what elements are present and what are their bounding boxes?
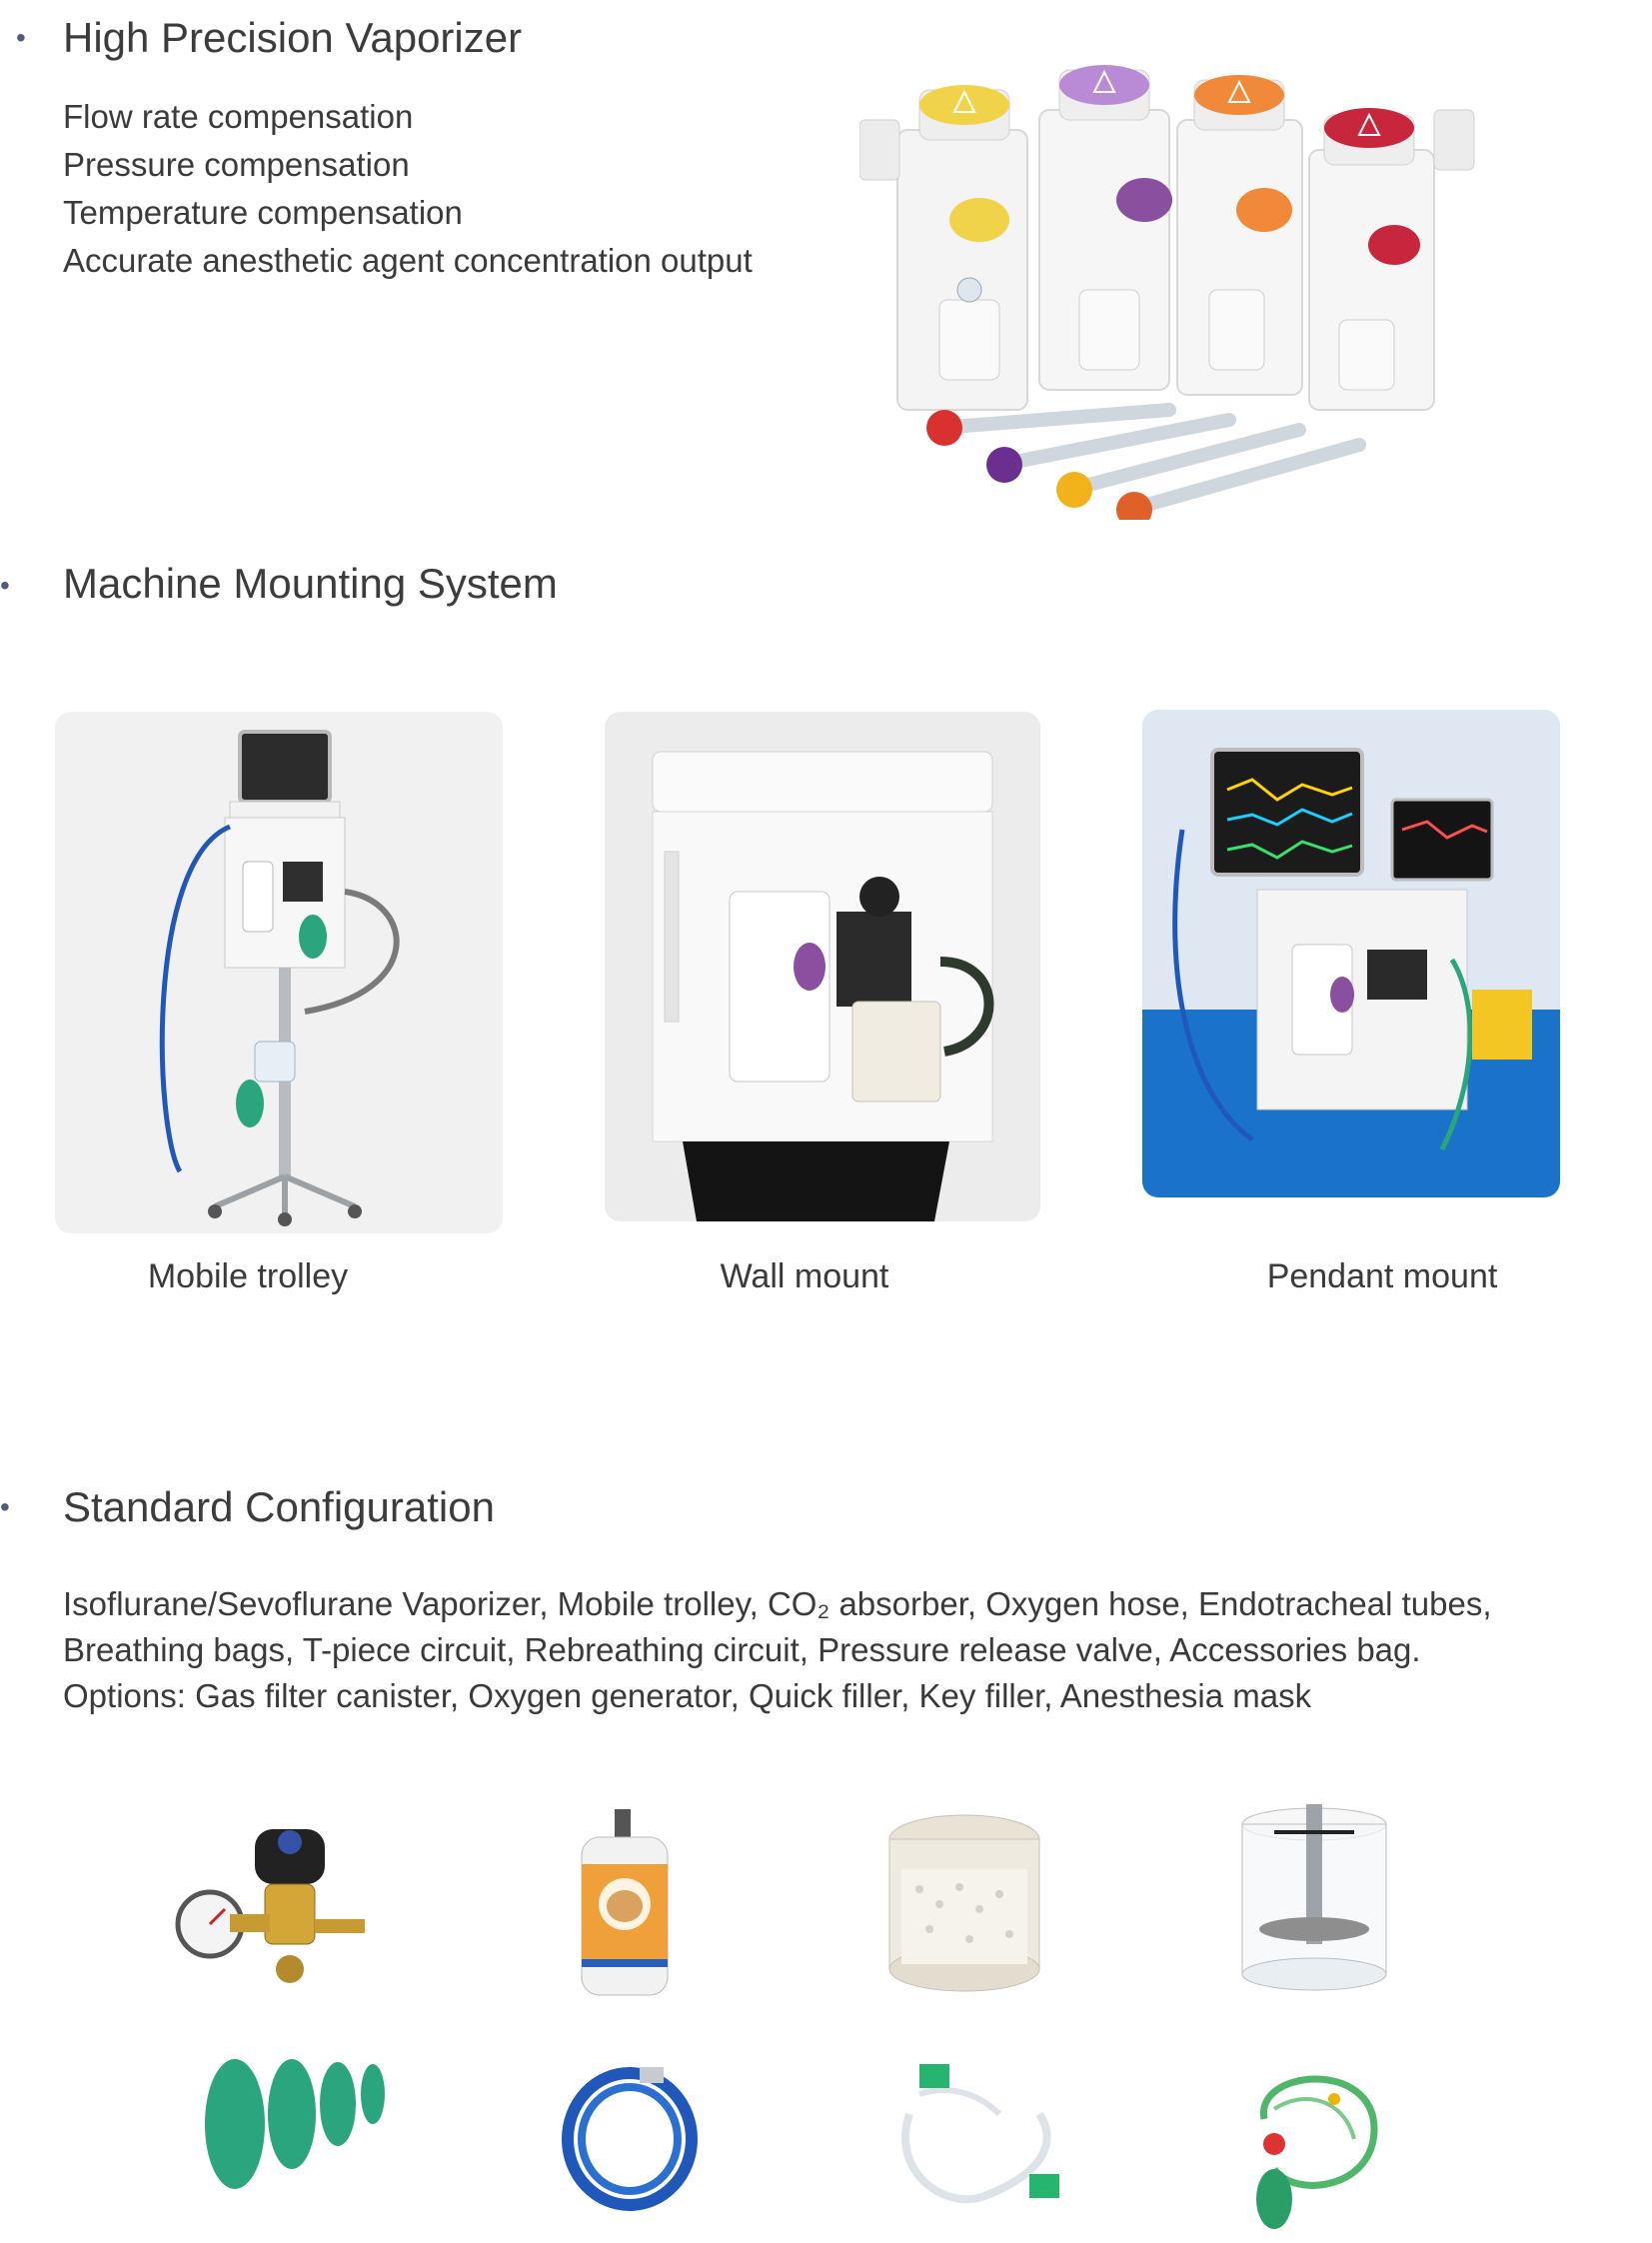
clear-canister-icon: [1234, 1804, 1394, 1994]
breathing-bags-icon: [200, 2039, 390, 2209]
wall-mount-image: [605, 712, 1040, 1221]
vaporizer-purple: [1038, 65, 1172, 391]
caption-mobile-trolley: Mobile trolley: [147, 1257, 349, 1295]
config-line: Isoflurane/Sevoflurane Vaporizer, Mobile…: [63, 1585, 1492, 1622]
vaporizers-image: [859, 50, 1559, 520]
key-filler-red: [926, 403, 1176, 446]
mobile-trolley-image: [55, 712, 503, 1233]
bullet-marker: •: [0, 1491, 10, 1522]
vaporizer-yellow: [859, 85, 1028, 411]
oxygen-hose-icon: [555, 2059, 705, 2219]
key-filler-purple: [986, 413, 1236, 483]
vaporizer-red: [1308, 108, 1475, 411]
key-filler-orange: [1116, 438, 1366, 520]
bullet-marker: •: [16, 22, 26, 53]
absorber-canister-icon: [879, 1809, 1049, 1999]
section-title-config: Standard Configuration: [63, 1483, 495, 1530]
feature-item: Temperature compensation: [63, 194, 463, 231]
config-line: Options: Gas filter canister, Oxygen gen…: [63, 1677, 1312, 1714]
caption-wall-mount: Wall mount: [720, 1257, 889, 1295]
caption-pendant-mount: Pendant mount: [1266, 1257, 1498, 1295]
feature-item: Pressure compensation: [63, 146, 410, 183]
filter-canister-icon: [560, 1809, 690, 1999]
pendant-mount-image: [1142, 710, 1560, 1197]
circuit-icon: [889, 2054, 1069, 2219]
section-title-vaporizer: High Precision Vaporizer: [63, 14, 523, 61]
rebreathing-circuit-icon: [1234, 2049, 1394, 2239]
section-title-mounting: Machine Mounting System: [63, 560, 558, 607]
config-line: Breathing bags, T-piece circuit, Rebreat…: [63, 1631, 1421, 1668]
bullet-marker: •: [0, 570, 10, 601]
key-filler-yellow: [1056, 423, 1306, 508]
feature-item: Accurate anesthetic agent concentration …: [63, 242, 753, 279]
regulator-icon: [170, 1809, 380, 1999]
vaporizer-orange: [1176, 75, 1303, 396]
feature-item: Flow rate compensation: [63, 98, 414, 135]
